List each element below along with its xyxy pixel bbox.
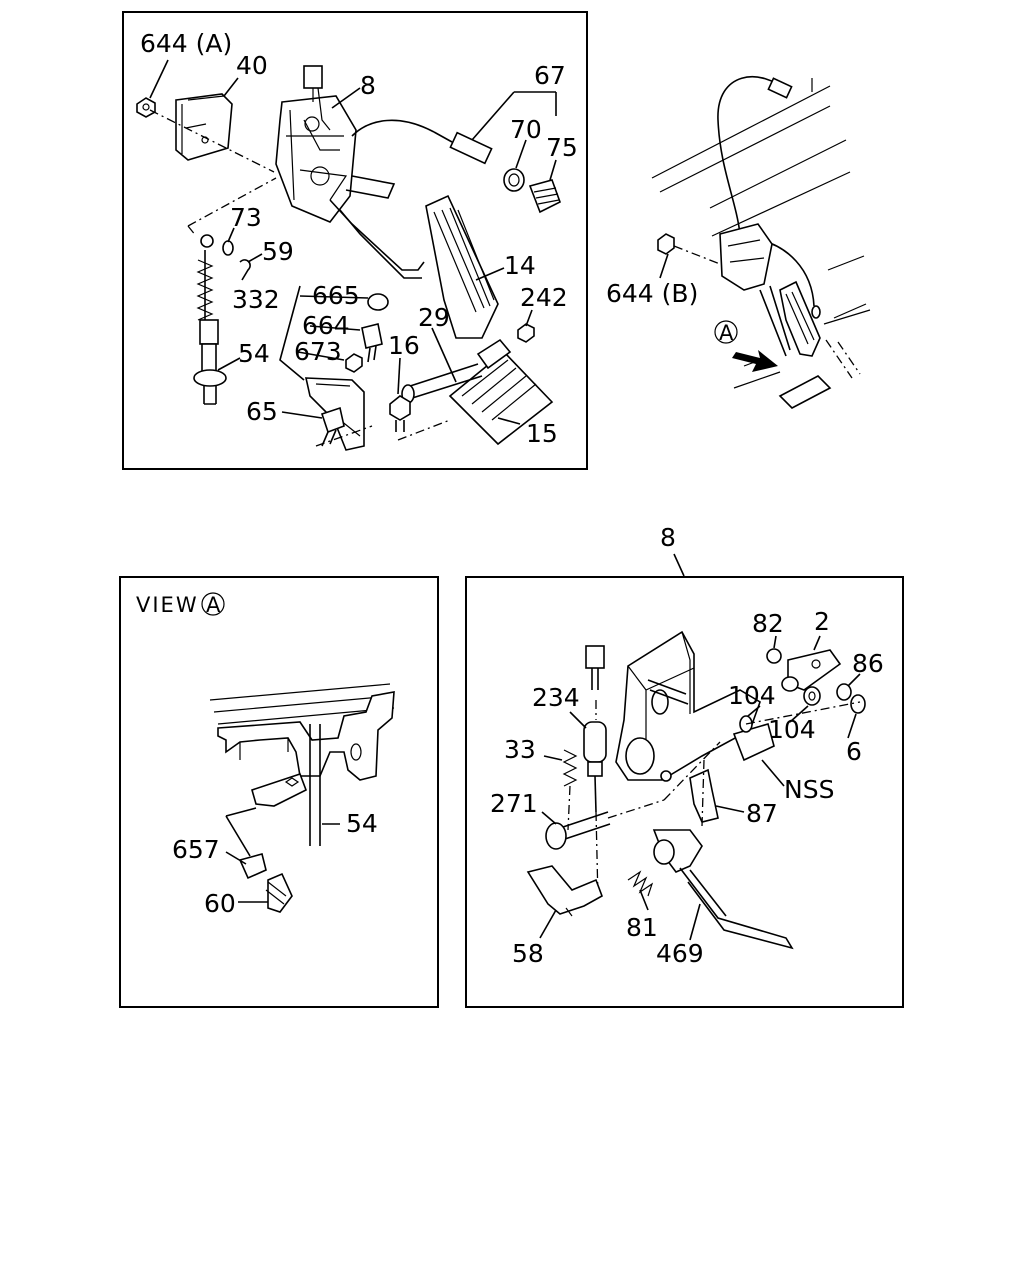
label-8: 8 (360, 71, 376, 100)
detail-label-271: 271 (490, 789, 538, 818)
detail-label-234: 234 (532, 683, 580, 712)
label-664: 664 (302, 311, 350, 340)
main-panel-drawing (136, 59, 561, 451)
arrow-right-icon (732, 350, 778, 372)
label-70: 70 (510, 115, 542, 144)
view-a-panel-frame (119, 576, 439, 1008)
view-a-drawing (209, 683, 395, 913)
detail-label-82: 82 (752, 609, 784, 638)
label-29: 29 (418, 303, 450, 332)
label-67: 67 (534, 61, 566, 90)
label-73: 73 (230, 203, 262, 232)
label-673: 673 (294, 337, 342, 366)
detail-label-104-b: 104 (768, 715, 816, 744)
view-a-title-circle (201, 592, 225, 616)
detail-label-81: 81 (626, 913, 658, 942)
label-40: 40 (236, 51, 268, 80)
view-a-title: VIEW (136, 593, 199, 617)
label-14: 14 (504, 251, 536, 280)
label-15: 15 (526, 419, 558, 448)
detail-label-2: 2 (814, 607, 830, 636)
detail-label-6: 6 (846, 737, 862, 766)
view-a-label-657: 657 (172, 835, 220, 864)
detail-label-469: 469 (656, 939, 704, 968)
detail-label-33: 33 (504, 735, 536, 764)
detail-panel-frame (465, 576, 904, 1008)
detail-label-86: 86 (852, 649, 884, 678)
detail-ref-8: 8 (660, 523, 676, 552)
label-332: 332 (232, 285, 280, 314)
main-panel-frame (122, 11, 588, 470)
detail-drawing (526, 630, 866, 950)
view-a-marker-letter: A (719, 321, 735, 345)
view-a-label-60: 60 (204, 889, 236, 918)
label-644-a: 644 (A) (140, 29, 232, 58)
detail-label-87: 87 (746, 799, 778, 828)
detail-label-58: 58 (512, 939, 544, 968)
detail-label-nss: NSS (784, 775, 834, 804)
label-644-b: 644 (B) (606, 279, 698, 308)
view-a-title-letter: A (206, 593, 222, 617)
label-65: 65 (246, 397, 278, 426)
view-marker-circle (714, 320, 738, 344)
label-16: 16 (388, 331, 420, 360)
overview-drawing (651, 76, 871, 409)
detail-label-104-a: 104 (728, 681, 776, 710)
label-242: 242 (520, 283, 568, 312)
view-a-label-54: 54 (346, 809, 378, 838)
label-665: 665 (312, 281, 360, 310)
label-59: 59 (262, 237, 294, 266)
label-54: 54 (238, 339, 270, 368)
label-75: 75 (546, 133, 578, 162)
